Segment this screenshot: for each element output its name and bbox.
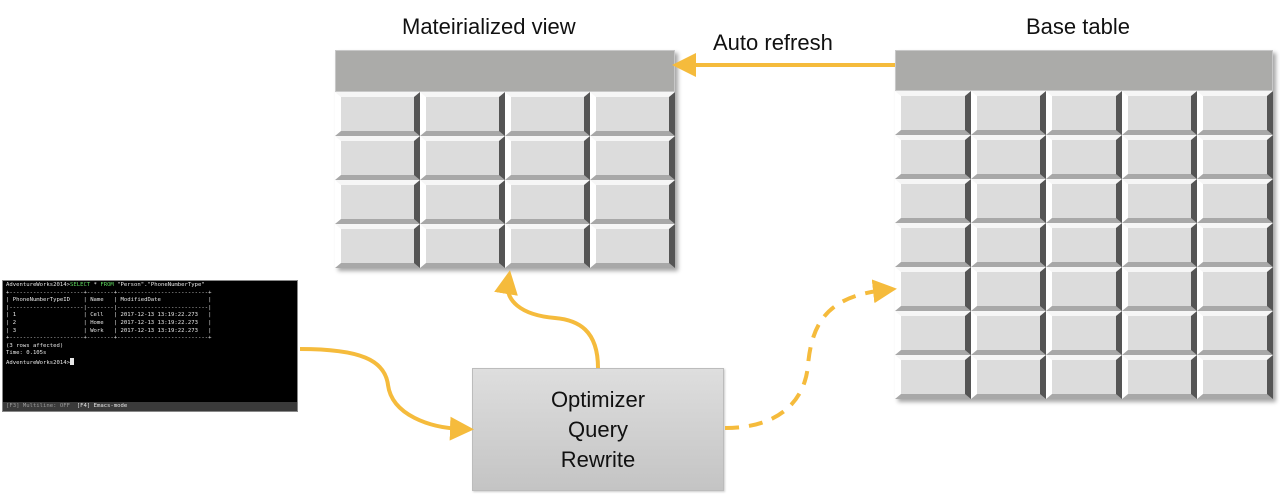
terminal-table-row: | 3 | Work | 2017-12-13 13:19:22.273 | — [6, 327, 212, 334]
optimizer-line-2: Query — [568, 416, 628, 442]
optimizer-query-rewrite-box: Optimizer Query Rewrite — [472, 368, 724, 491]
table-cell — [970, 355, 1047, 399]
terminal-table-border: |----------------------|--------|-------… — [6, 304, 212, 311]
table-cell — [335, 180, 420, 224]
terminal-command-line: AdventureWorks2014>SELECT * FROM "Person… — [6, 282, 205, 288]
table-cell — [970, 135, 1047, 179]
materialized-view-title: Mateirialized view — [402, 14, 576, 39]
table-cell — [895, 135, 971, 179]
table-cell — [1121, 355, 1198, 399]
terminal-status-bar: [F3] Multiline: OFF [F4] Emacs-mode — [3, 402, 297, 411]
table-cell — [1046, 267, 1122, 311]
table-cell — [1046, 311, 1122, 355]
table-cell — [420, 92, 505, 136]
terminal-table-row: | 2 | Home | 2017-12-13 13:19:22.273 | — [6, 319, 212, 326]
table-cell — [505, 180, 590, 224]
table-cell — [590, 92, 675, 136]
table-cell — [970, 311, 1047, 355]
materialized-view-header-bar — [335, 50, 675, 92]
optimizer-line-1: Optimizer — [550, 386, 646, 412]
optimizer-line-3: Rewrite — [560, 446, 636, 472]
table-cell — [895, 267, 971, 311]
terminal-time: Time: 0.105s — [6, 350, 47, 357]
terminal-output: AdventureWorks2014>SELECT * FROM "Person… — [3, 281, 297, 369]
table-cell — [970, 267, 1047, 311]
table-cell — [1197, 91, 1273, 135]
table-cell — [895, 355, 971, 399]
table-cell — [590, 224, 675, 268]
table-cell — [1046, 223, 1122, 267]
terminal-table-row: | 1 | Cell | 2017-12-13 13:19:22.273 | — [6, 312, 212, 319]
table-cell — [1197, 311, 1273, 355]
table-cell — [970, 91, 1047, 135]
editing-mode-status: [F4] Emacs-mode — [76, 403, 128, 409]
sql-terminal[interactable]: AdventureWorks2014>SELECT * FROM "Person… — [2, 280, 298, 412]
table-cell — [335, 92, 420, 136]
table-cell — [970, 179, 1047, 223]
table-cell — [335, 136, 420, 180]
optimizer-to-base-table-dashed-arrow — [724, 279, 897, 430]
table-cell — [420, 224, 505, 268]
table-cell — [420, 180, 505, 224]
table-cell — [1197, 355, 1273, 399]
table-cell — [970, 223, 1047, 267]
terminal-table-header: | PhoneNumberTypeID | Name | ModifiedDat… — [6, 297, 212, 304]
materialized-view-grid — [335, 92, 675, 268]
table-cell — [505, 224, 590, 268]
auto-refresh-label: Auto refresh — [713, 30, 833, 55]
table-cell — [505, 136, 590, 180]
table-cell — [335, 224, 420, 268]
table-cell — [1046, 91, 1122, 135]
terminal-to-optimizer-arrow — [299, 347, 474, 441]
base-table-grid — [895, 91, 1273, 399]
table-cell — [590, 136, 675, 180]
terminal-table-border: +----------------------+--------+-------… — [6, 289, 212, 296]
terminal-cursor — [70, 357, 74, 365]
base-table — [895, 50, 1273, 399]
table-cell — [895, 179, 971, 223]
terminal-table-border: +----------------------+--------+-------… — [6, 335, 212, 342]
table-cell — [1046, 135, 1122, 179]
table-cell — [1197, 267, 1273, 311]
table-cell — [895, 311, 971, 355]
terminal-rows-affected: (3 rows affected) — [6, 342, 64, 349]
table-cell — [1046, 355, 1122, 399]
table-cell — [1121, 311, 1198, 355]
multiline-status: [F3] Multiline: OFF — [6, 403, 70, 409]
table-cell — [895, 91, 971, 135]
table-cell — [1197, 223, 1273, 267]
table-cell — [1121, 267, 1198, 311]
table-cell — [1046, 179, 1122, 223]
table-cell — [1121, 91, 1198, 135]
optimizer-to-view-arrow — [494, 270, 600, 369]
base-table-title: Base table — [1026, 14, 1130, 39]
table-cell — [895, 223, 971, 267]
table-cell — [1197, 135, 1273, 179]
table-cell — [590, 180, 675, 224]
table-cell — [505, 92, 590, 136]
table-cell — [1197, 179, 1273, 223]
table-cell — [1121, 223, 1198, 267]
table-cell — [1121, 179, 1198, 223]
base-table-header-bar — [895, 50, 1273, 91]
table-cell — [420, 136, 505, 180]
table-cell — [1121, 135, 1198, 179]
materialized-view-table — [335, 50, 675, 268]
terminal-prompt: AdventureWorks2014> — [6, 357, 294, 368]
